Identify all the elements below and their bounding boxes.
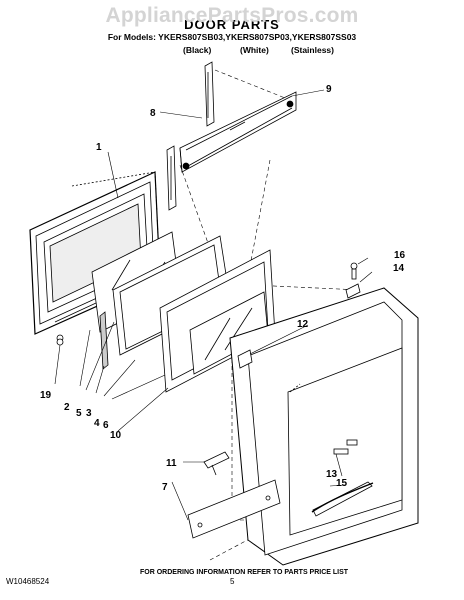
callout-19: 19 — [40, 390, 52, 401]
page-number: 5 — [230, 577, 235, 586]
callout-15: 15 — [336, 478, 348, 489]
callout-7: 7 — [162, 482, 168, 493]
callout-labels: 1 2 3 4 5 6 7 8 9 10 11 12 13 14 15 16 1… — [40, 84, 406, 493]
callout-8: 8 — [150, 108, 156, 119]
callout-5: 5 — [76, 408, 82, 419]
callout-13: 13 — [326, 469, 338, 480]
callout-12: 12 — [297, 319, 309, 330]
callout-10: 10 — [110, 430, 122, 441]
color-black: (Black) — [183, 45, 212, 55]
handle-part-15 — [311, 481, 374, 517]
screw-part-19 — [56, 338, 64, 346]
ordering-note: FOR ORDERING INFORMATION REFER TO PARTS … — [140, 569, 349, 576]
bracket-part-12 — [237, 349, 253, 369]
callout-3: 3 — [86, 408, 92, 419]
callout-1: 1 — [96, 142, 102, 153]
callout-4: 4 — [94, 418, 100, 429]
callout-11: 11 — [166, 458, 177, 469]
clip-part-13 — [333, 448, 349, 455]
callout-6: 6 — [103, 420, 109, 431]
clip-part-11 — [203, 451, 230, 476]
vent-channel-part-9 — [179, 91, 297, 173]
callout-14: 14 — [393, 263, 405, 274]
bottom-trim-part-7 — [187, 479, 281, 539]
hinge-part-8 — [166, 61, 215, 211]
door-liner-part-14 — [229, 287, 419, 566]
color-stainless: (Stainless) — [291, 45, 334, 55]
screw-part-16 — [345, 262, 361, 299]
color-white: (White) — [240, 45, 269, 55]
model-list: For Models: YKERS807SB03,YKERS807SP03,YK… — [107, 32, 357, 42]
leader-lines — [54, 89, 373, 521]
callout-16: 16 — [394, 250, 406, 261]
callout-9: 9 — [326, 84, 332, 95]
watermark: AppliancePartsPros.com — [105, 4, 359, 27]
page-title: DOOR PARTS — [184, 17, 280, 32]
document-number: W10468524 — [6, 577, 50, 586]
inner-frame-part-6 — [159, 249, 276, 393]
callout-2: 2 — [64, 402, 70, 413]
